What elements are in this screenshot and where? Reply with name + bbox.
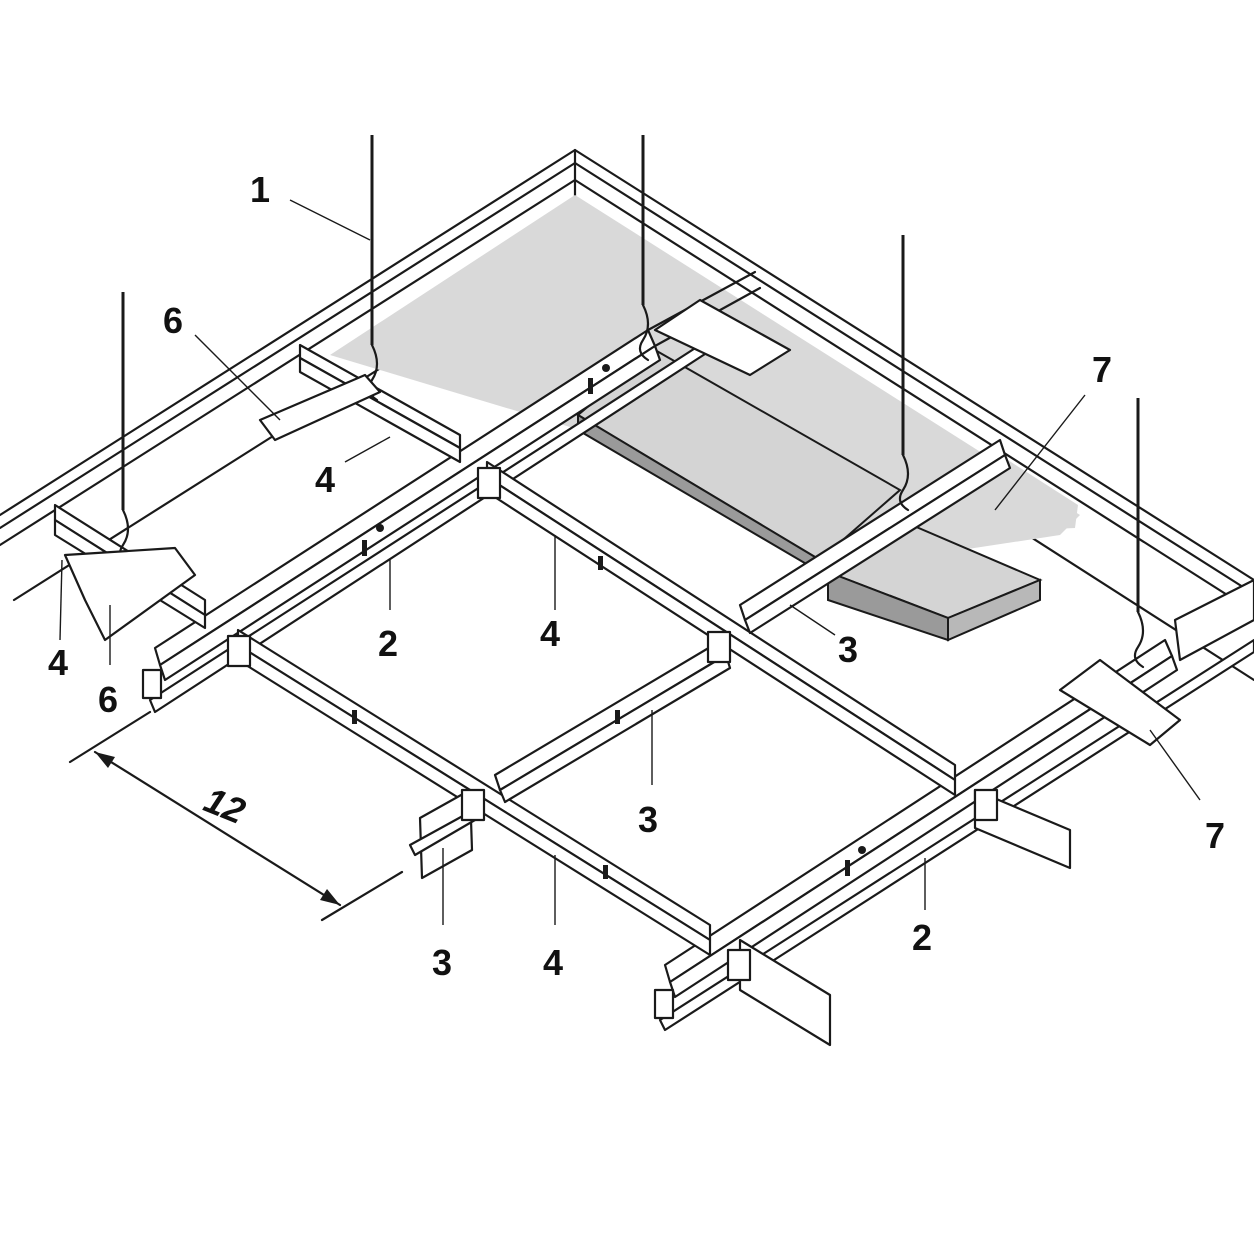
callout-labels: 1 6 4 7 4 6 2 4 3 3 7 2 3 4 12 <box>48 169 1225 983</box>
runner-slots <box>352 364 866 879</box>
callout-3-bottom: 3 <box>432 942 452 983</box>
dimension-label: 12 <box>199 779 251 832</box>
main-runner-right <box>658 638 1254 1032</box>
callout-4-left: 4 <box>48 642 68 683</box>
callout-6-left: 6 <box>98 679 118 720</box>
main-runner-left <box>148 270 762 714</box>
hold-down-clips <box>63 298 1182 747</box>
callout-3-back: 3 <box>838 629 858 670</box>
hanger-wires <box>118 135 1145 669</box>
callout-2-left: 2 <box>378 623 398 664</box>
callout-4-top: 4 <box>315 459 335 500</box>
callout-3-centre: 3 <box>638 799 658 840</box>
callout-6-top: 6 <box>163 300 183 341</box>
callout-4-bottom: 4 <box>543 942 563 983</box>
callout-2-right: 2 <box>912 917 932 958</box>
callout-7-right: 7 <box>1205 815 1225 856</box>
dimension-12 <box>68 710 404 922</box>
leader-lines <box>59 199 1201 925</box>
connector-clips <box>141 466 999 1020</box>
callout-7-top: 7 <box>1092 349 1112 390</box>
callout-1: 1 <box>250 169 270 210</box>
callout-4-centre: 4 <box>540 613 560 654</box>
